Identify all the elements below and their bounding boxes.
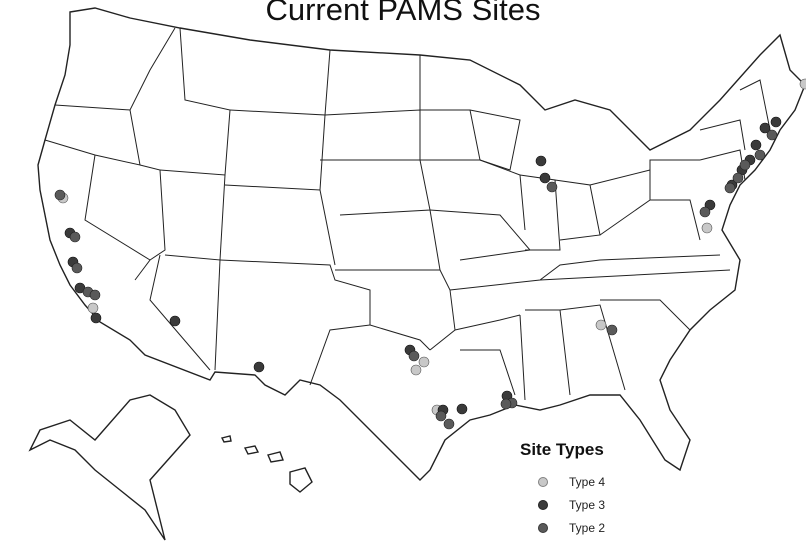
- legend-dot-type-3: [538, 499, 548, 510]
- contiguous-us-outline: [37, 7, 806, 481]
- legend-label: Type 4: [569, 474, 606, 489]
- legend-label: Type 2: [569, 520, 606, 535]
- alaska-outline: [28, 394, 191, 541]
- legend: Site Types Type 4 Type 3 Type 2: [520, 440, 660, 539]
- type-2-sites: [54, 129, 778, 430]
- legend-dot-type-2: [538, 522, 548, 533]
- site-markers: [54, 78, 806, 430]
- map-title: Current PAMS Sites: [265, 0, 541, 27]
- hawaii-islands: [220, 435, 313, 493]
- legend-item-type-2: Type 2: [538, 516, 660, 539]
- legend-item-type-3: Type 3: [538, 493, 660, 516]
- state-borders: [44, 27, 771, 401]
- legend-title: Site Types: [520, 440, 604, 459]
- legend-item-type-4: Type 4: [538, 470, 660, 493]
- legend-label: Type 3: [569, 497, 606, 512]
- legend-dot-type-4: [538, 476, 548, 487]
